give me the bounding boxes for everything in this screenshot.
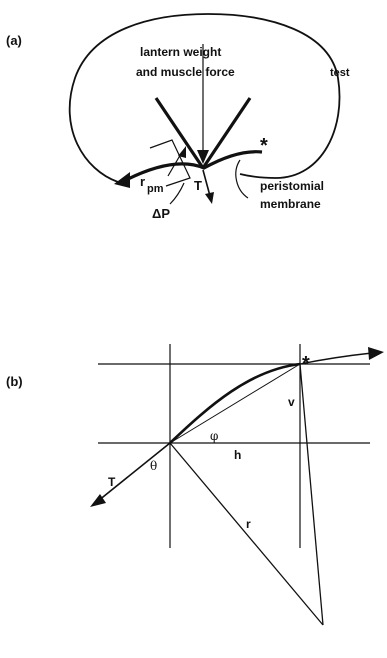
h-label: h — [234, 448, 241, 462]
lantern-right-arm — [201, 97, 252, 169]
panel-a-label: (a) — [6, 33, 22, 48]
membrane-arc — [169, 362, 301, 444]
membrane-tension-arrowhead-left — [114, 172, 130, 188]
panel-b-label: (b) — [6, 374, 23, 389]
test-outline — [68, 13, 341, 183]
pressure-label: ΔP — [152, 206, 170, 221]
tension-label-b: T — [108, 475, 116, 489]
theta-label: θ — [150, 459, 157, 473]
pressure-leader — [169, 182, 185, 205]
force-label-line2: and muscle force — [136, 65, 235, 79]
radius-arrow-head — [178, 146, 186, 158]
radius-bracket — [149, 139, 191, 187]
tangent-arrow-shaft-right — [299, 352, 373, 365]
star-marker-b: * — [302, 353, 310, 375]
radius-line-left — [169, 442, 324, 626]
tangent-arrow-head-right — [368, 347, 384, 360]
v-label: v — [288, 395, 295, 409]
membrane-label-line2: membrane — [260, 197, 321, 211]
r-label: r — [246, 517, 251, 531]
membrane-label-line1: peristomial — [260, 179, 324, 193]
star-marker-a: * — [260, 135, 268, 157]
radius-line-right — [299, 363, 324, 626]
tension-arrow-head-b — [90, 494, 106, 507]
tension-arrow-head-a — [205, 192, 214, 204]
panel-b: (b) * φ h v θ T r — [6, 344, 384, 626]
phi-label: φ — [210, 429, 218, 443]
radius-label-sub: pm — [147, 183, 164, 195]
force-arrow-head — [197, 150, 209, 164]
force-label-line1: lantern weight — [140, 45, 221, 59]
test-label: test — [330, 67, 350, 79]
lantern-left-arm — [154, 97, 205, 169]
tension-arrow-shaft-a — [202, 169, 211, 197]
tension-label-a: T — [194, 178, 202, 193]
tension-arrow-shaft-b — [97, 442, 171, 502]
chord-line — [169, 363, 301, 444]
radius-label: r — [140, 174, 145, 189]
membrane-leader — [235, 159, 249, 199]
panel-a: (a) lantern weight and muscle force test… — [6, 13, 350, 221]
